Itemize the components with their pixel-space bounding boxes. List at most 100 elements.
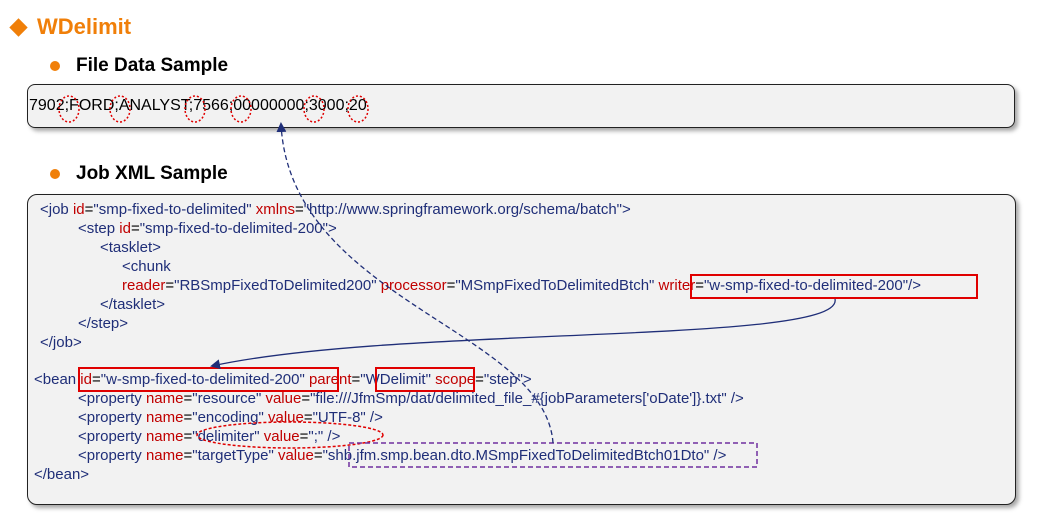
xml-line-job-open: <job id="smp-fixed-to-delimited" xmlns="… [40, 201, 631, 219]
xml-tag: > [622, 201, 631, 218]
xml-tag: <property [78, 428, 146, 445]
delimiter-circle [230, 95, 252, 123]
xml-attr: value [263, 428, 300, 445]
xml-tag: <bean [34, 371, 81, 388]
xml-eq: = [475, 371, 484, 388]
writer-highlight-box [690, 274, 978, 299]
xml-eq: = [301, 390, 311, 407]
xml-value: "smp-fixed-to-delimited" [93, 201, 252, 218]
delimiter-circle [58, 95, 80, 123]
xml-eq: = [183, 390, 193, 407]
xml-eq: = [446, 277, 456, 294]
xml-tag: <step [78, 220, 120, 237]
xml-eq: = [183, 428, 193, 445]
delimiter-circle [109, 95, 131, 123]
circle-bullet-icon [50, 61, 60, 71]
xml-eq: = [351, 371, 361, 388]
delimiter-circle [303, 95, 325, 123]
bean-id-highlight-box [78, 367, 339, 392]
xml-tag: /> [726, 390, 744, 407]
section-file-data: File Data Sample [50, 55, 228, 77]
xml-tag: > [327, 220, 337, 237]
xml-tag: <job [40, 201, 73, 218]
xml-attr: name [145, 447, 184, 464]
xml-value: "http://www.springframework.org/schema/b… [303, 201, 622, 218]
xml-eq: = [695, 277, 704, 294]
parent-highlight-box [375, 367, 475, 392]
xml-eq: = [165, 277, 175, 294]
xml-tag: /> [908, 277, 921, 294]
xml-eq: = [84, 201, 94, 218]
xml-attr: id [119, 220, 131, 237]
xml-value: "WDelimit" [360, 371, 431, 388]
xml-attr: parent [308, 371, 352, 388]
xml-value: "file:///JfmSmp/dat/delimited_file_#{job… [310, 390, 727, 407]
xml-attr: xmlns [255, 201, 295, 218]
xml-attr: processor [380, 277, 447, 294]
xml-line-bean-close: </bean> [34, 466, 90, 483]
xml-eq: = [313, 447, 323, 464]
xml-value: "w-smp-fixed-to-delimited-200" [100, 371, 305, 388]
xml-tag: > [522, 371, 532, 388]
xml-eq: = [183, 447, 193, 464]
xml-value: "RBSmpFixedToDelimited200" [174, 277, 377, 294]
xml-attr: name [145, 390, 184, 407]
xml-eq: = [303, 409, 313, 426]
xml-value: "resource" [192, 390, 262, 407]
section-job-xml: Job XML Sample [50, 163, 228, 185]
xml-value: "targetType" [192, 447, 274, 464]
file-data-text: 7902;FORD;ANALYST;7566;00000000;3000;20 [29, 97, 367, 114]
xml-attr: writer [658, 277, 696, 294]
xml-line-chunk-open: <chunk [122, 258, 171, 275]
xml-attr: id [72, 201, 85, 218]
xml-eq: = [130, 220, 140, 237]
xml-line-property-resource: <property name="resource" value="file://… [78, 390, 744, 408]
xml-attr: reader [122, 277, 166, 294]
xml-line-step-close: </step> [78, 315, 129, 332]
section-heading: File Data Sample [76, 55, 229, 76]
xml-attr: scope [435, 371, 476, 388]
targettype-highlight-box [348, 442, 758, 468]
page-title: WDelimit [9, 14, 132, 40]
xml-line-tasklet-close: </tasklet> [100, 296, 166, 313]
xml-tag: <property [78, 409, 146, 426]
xml-value: "encoding" [192, 409, 264, 426]
xml-line-tasklet-open: <tasklet> [100, 239, 161, 256]
targettype-to-filedata-arrow [276, 122, 554, 444]
xml-value: "shb.jfm.smp.bean.dto.MSmpFixedToDelimit… [322, 447, 710, 464]
xml-line-property-encoding: <property name="encoding" value="UTF-8" … [78, 409, 383, 427]
xml-line-property-delimiter: <property name="delimiter" value=";" /> [78, 428, 340, 446]
xml-attr: id [80, 371, 92, 388]
xml-line-chunk-attrs: reader="RBSmpFixedToDelimited200" proces… [122, 277, 921, 295]
xml-line-step-open: <step id="smp-fixed-to-delimited-200"> [78, 220, 337, 238]
xml-line-job-close: </job> [40, 334, 82, 351]
section-heading: Job XML Sample [76, 163, 228, 184]
delimiter-circle [184, 95, 206, 123]
xml-attr: value [265, 390, 302, 407]
xml-tag: /> [323, 428, 341, 445]
xml-value: ";" [308, 428, 324, 445]
circle-bullet-icon [50, 169, 60, 179]
xml-eq: = [294, 201, 304, 218]
delimiter-highlight-circles [58, 95, 369, 123]
xml-value: "w-smp-fixed-to-delimited-200" [703, 277, 909, 294]
xml-attr: name [145, 409, 184, 426]
xml-eq: = [299, 428, 309, 445]
xml-value: "UTF-8" [312, 409, 366, 426]
xml-tag: <property [78, 390, 146, 407]
xml-line-property-targettype: <property name="targetType" value="shb.j… [78, 447, 726, 465]
xml-tag: /> [365, 409, 383, 426]
xml-tag: <property [78, 447, 146, 464]
page-title-text: WDelimit [37, 14, 132, 39]
xml-value: "MSmpFixedToDelimitedBtch" [455, 277, 655, 294]
xml-attr: name [145, 428, 184, 445]
xml-attr: value [277, 447, 314, 464]
delimiter-circle [347, 95, 369, 123]
xml-tag: /> [709, 447, 727, 464]
xml-eq: = [183, 409, 193, 426]
xml-value: "smp-fixed-to-delimited-200" [139, 220, 328, 237]
xml-code-box: <job id="smp-fixed-to-delimited" xmlns="… [27, 194, 1016, 505]
delimiter-property-ellipse [196, 421, 384, 449]
xml-eq: = [91, 371, 101, 388]
